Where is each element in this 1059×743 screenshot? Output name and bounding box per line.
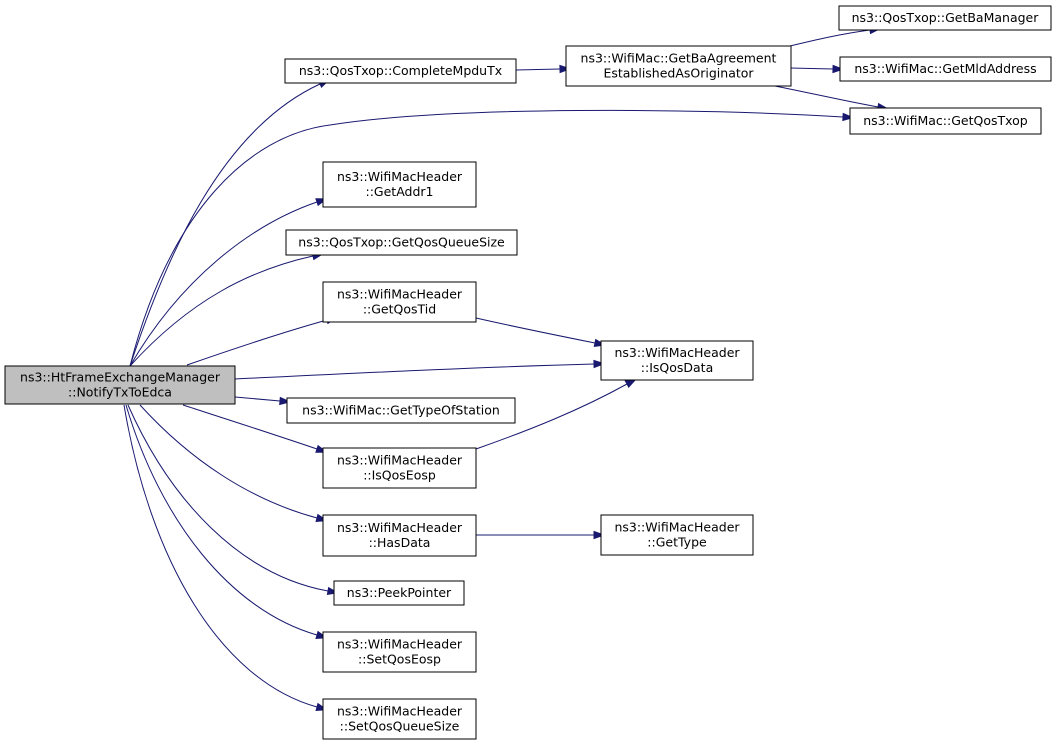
node-label-line: ns3::PeekPointer	[347, 585, 452, 600]
node-label-line: ns3::WifiMacHeader	[337, 704, 463, 719]
node-label-line: ::HasData	[369, 535, 431, 550]
edge-complete-mpdu-tx-to-get-ba-agreement	[515, 64, 572, 74]
node-is-qos-eosp[interactable]: ns3::WifiMacHeader::IsQosEosp	[322, 447, 477, 489]
arrowhead-icon	[593, 530, 606, 540]
node-get-qos-tid[interactable]: ns3::WifiMacHeader::GetQosTid	[322, 281, 477, 323]
arrowhead-icon	[593, 359, 606, 369]
edge-root-to-set-qos-queue-size	[123, 404, 329, 711]
node-has-data[interactable]: ns3::WifiMacHeader::HasData	[322, 514, 477, 557]
node-box	[322, 281, 477, 323]
node-root[interactable]: ns3::HtFrameExchangeManager::NotifyTxToE…	[4, 365, 236, 405]
node-box	[839, 56, 1052, 82]
node-label-line: ::SetQosQueueSize	[340, 719, 460, 734]
edge-root-to-get-type-of-station	[234, 396, 292, 406]
node-box	[284, 58, 517, 84]
edge-root-to-get-qos-queue-size	[129, 252, 325, 367]
edge-root-to-set-qos-eosp	[125, 404, 329, 639]
node-label-line: ns3::WifiMacHeader	[337, 169, 463, 184]
node-get-mld-address[interactable]: ns3::WifiMac::GetMldAddress	[839, 56, 1052, 82]
node-label-line: ::NotifyTxToEdca	[68, 385, 172, 400]
node-set-qos-queue-size[interactable]: ns3::WifiMacHeader::SetQosQueueSize	[322, 698, 477, 740]
node-get-type-of-station[interactable]: ns3::WifiMac::GetTypeOfStation	[286, 397, 516, 424]
edge-root-to-get-qos-tid	[186, 316, 339, 366]
edge-get-qos-tid-to-is-qos-data	[475, 317, 607, 347]
node-is-qos-data[interactable]: ns3::WifiMacHeader::IsQosData	[600, 340, 754, 381]
node-box	[286, 397, 516, 424]
call-edges	[123, 25, 890, 711]
node-label-line: ns3::WifiMacHeader	[614, 345, 740, 360]
node-label-line: ns3::QosTxop::CompleteMpduTx	[299, 63, 502, 78]
node-box	[322, 447, 477, 489]
node-label-line: ns3::QosTxop::GetQosQueueSize	[298, 235, 505, 250]
node-label-line: ns3::WifiMacHeader	[337, 287, 463, 302]
node-label-line: ::IsQosEosp	[363, 468, 436, 483]
node-box	[600, 514, 754, 556]
edge-root-to-get-qos-txop	[129, 109, 855, 367]
node-label-line: ns3::WifiMac::GetMldAddress	[854, 61, 1036, 76]
node-label-line: EstablishedAsOriginator	[603, 66, 754, 81]
node-box	[600, 340, 754, 381]
node-peek-pointer[interactable]: ns3::PeekPointer	[333, 580, 465, 606]
node-get-ba-agreement[interactable]: ns3::WifiMac::GetBaAgreementEstablishedA…	[565, 45, 792, 87]
node-get-qos-queue-size[interactable]: ns3::QosTxop::GetQosQueueSize	[285, 229, 518, 256]
node-label-line: ::SetQosEosp	[358, 652, 441, 667]
edge-root-to-complete-mpdu-tx	[129, 79, 331, 367]
node-label-line: ns3::WifiMacHeader	[337, 453, 463, 468]
edge-get-ba-agreement-to-get-qos-txop	[774, 85, 890, 112]
node-label-line: ns3::WifiMacHeader	[337, 520, 463, 535]
node-label-line: ns3::WifiMac::GetQosTxop	[863, 113, 1028, 128]
node-box	[322, 698, 477, 740]
edge-root-to-peek-pointer	[127, 404, 340, 596]
node-get-type[interactable]: ns3::WifiMacHeader::GetType	[600, 514, 754, 556]
edge-root-to-is-qos-data	[234, 359, 606, 380]
node-label-line: ns3::HtFrameExchangeManager	[20, 370, 221, 385]
node-label-line: ns3::WifiMac::GetBaAgreement	[581, 51, 777, 66]
node-box	[285, 229, 518, 256]
node-get-addr1[interactable]: ns3::WifiMacHeader::GetAddr1	[322, 161, 477, 208]
edge-root-to-get-addr1	[129, 198, 328, 367]
node-label-line: ::GetQosTid	[363, 302, 436, 317]
edge-has-data-to-get-type	[476, 530, 606, 540]
node-get-ba-manager[interactable]: ns3::QosTxop::GetBaManager	[838, 5, 1052, 31]
node-complete-mpdu-tx[interactable]: ns3::QosTxop::CompleteMpduTx	[284, 58, 517, 84]
node-label-line: ns3::QosTxop::GetBaManager	[852, 10, 1040, 25]
node-label-line: ns3::WifiMacHeader	[337, 637, 463, 652]
node-label-line: ::GetAddr1	[366, 184, 434, 199]
call-nodes: ns3::HtFrameExchangeManager::NotifyTxToE…	[4, 5, 1052, 740]
node-box	[4, 365, 236, 405]
arrowhead-icon	[842, 112, 855, 122]
node-label-line: ns3::WifiMacHeader	[614, 520, 740, 535]
node-get-qos-txop[interactable]: ns3::WifiMac::GetQosTxop	[849, 107, 1042, 135]
edge-get-ba-agreement-to-get-mld-address	[789, 64, 845, 74]
node-box	[322, 631, 477, 673]
arrowhead-icon	[279, 396, 292, 406]
node-box	[565, 45, 792, 87]
node-set-qos-eosp[interactable]: ns3::WifiMacHeader::SetQosEosp	[322, 631, 477, 673]
node-box	[849, 107, 1042, 135]
node-box	[838, 5, 1052, 31]
node-box	[322, 161, 477, 208]
arrowhead-icon	[832, 64, 845, 74]
node-box	[322, 514, 477, 557]
node-label-line: ::IsQosData	[641, 360, 713, 375]
node-box	[333, 580, 465, 606]
node-label-line: ::GetType	[647, 535, 707, 550]
arrowhead-icon	[559, 64, 572, 74]
node-label-line: ns3::WifiMac::GetTypeOfStation	[302, 403, 500, 418]
